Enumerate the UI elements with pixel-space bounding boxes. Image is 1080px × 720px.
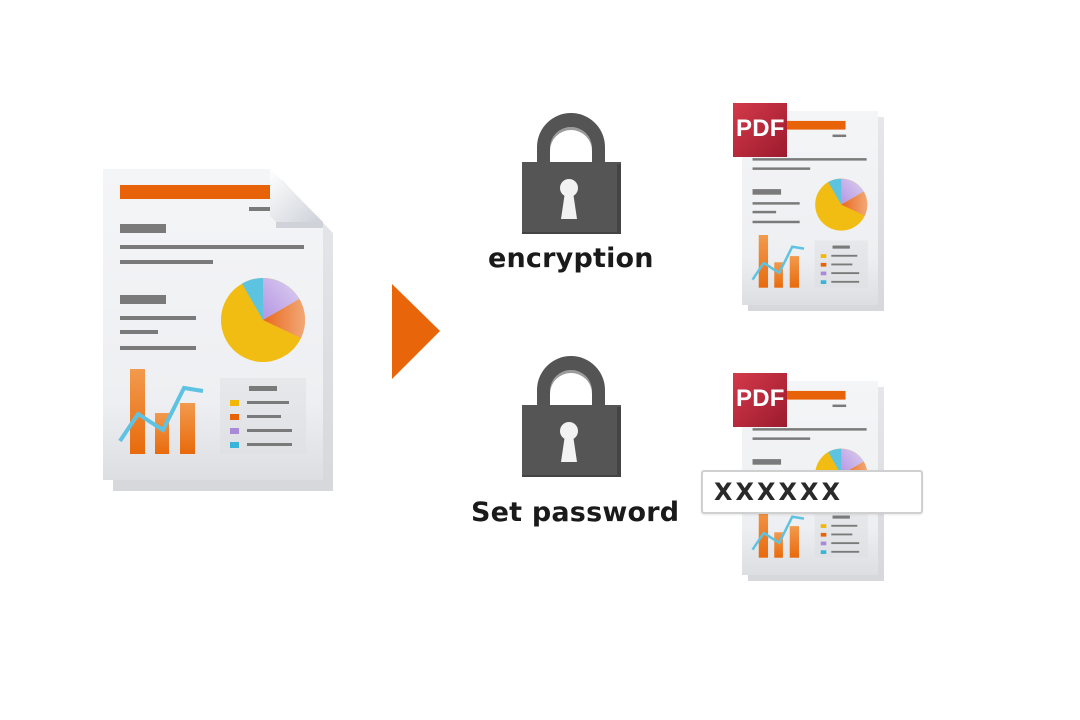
encrypted-pdf-document [733,103,884,311]
source-document [103,169,333,491]
encryption-label: encryption [488,243,654,274]
pdf-badge: PDF [736,385,785,412]
set-password-label: Set password [471,497,680,528]
lock-icon [522,356,621,477]
arrow-right-icon [392,284,440,379]
password-field: XXXXXX [701,470,923,514]
pdf-badge: PDF [736,115,785,142]
lock-icon [522,113,621,234]
password-value: XXXXXX [714,478,844,506]
